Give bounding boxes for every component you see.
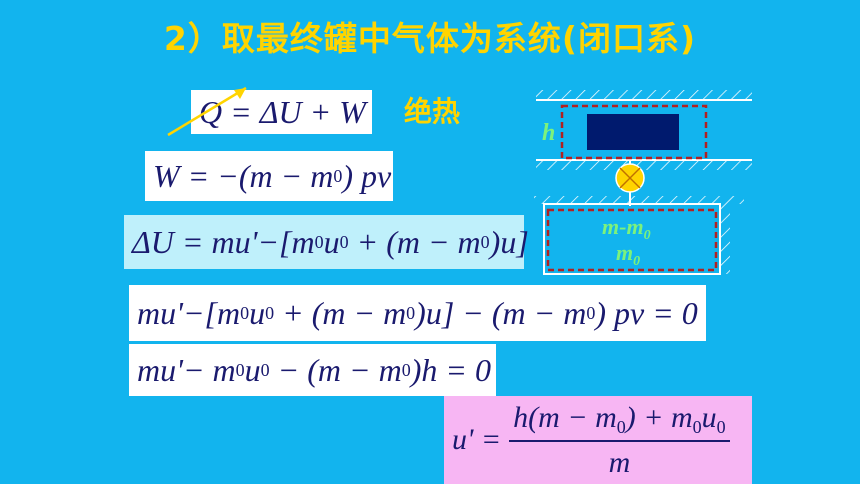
subscript: 0 — [314, 232, 324, 252]
fraction-numerator: h(m − m0) + m0u0 — [509, 400, 730, 442]
numerator-text: h(m − m — [513, 400, 617, 434]
subscript: 0 — [716, 416, 726, 437]
subscript: 0 — [406, 303, 416, 323]
equation-text: Q = ΔU + W — [199, 94, 366, 130]
upper-hatch-bottom — [536, 160, 752, 170]
fraction: h(m − m0) + m0u0 m — [509, 400, 730, 479]
upper-hatch-top — [536, 90, 752, 100]
subscript: 0 — [586, 303, 596, 323]
equation-text: ΔU = mu'−[m — [132, 224, 315, 260]
subscript: 0 — [616, 416, 626, 437]
h-label: h — [542, 120, 555, 146]
subscript: 0 — [401, 360, 411, 380]
equation-text: )h = 0 — [410, 352, 491, 388]
fraction-denominator: m — [608, 445, 631, 479]
equation-energy-balance: Q = ΔU + W — [191, 90, 372, 134]
subscript: 0 — [240, 303, 250, 323]
lower-hatch-top — [534, 196, 744, 204]
equation-text: u — [244, 352, 261, 388]
lower-hatch-right — [720, 204, 730, 274]
equation-text: mu'− m — [137, 352, 236, 388]
equation-text: u — [323, 224, 340, 260]
subscript: 0 — [260, 360, 270, 380]
lower-label-2: m0 — [616, 240, 640, 269]
equation-text: W = −(m − m — [153, 158, 334, 194]
strike-arrow-icon — [167, 86, 247, 137]
equation-text: )u] − (m − m — [415, 295, 587, 331]
equation-text-tail: ) pv — [342, 158, 392, 194]
tank-diagram: h m-m0 m0 — [534, 90, 752, 275]
subscript: 0 — [265, 303, 275, 323]
equation-text: mu'−[m — [137, 295, 241, 331]
numerator-text: u — [701, 400, 717, 434]
equation-text: + (m − m — [348, 224, 481, 260]
subscript: 0 — [692, 416, 702, 437]
subscript: 0 — [333, 166, 343, 186]
equation-text: )u] — [489, 224, 529, 260]
equation-text: + (m − m — [274, 295, 407, 331]
subscript: 0 — [235, 360, 245, 380]
subscript: 0 — [480, 232, 490, 252]
lower-label-1: m-m0 — [602, 214, 651, 243]
equation-text: − (m − m — [269, 352, 402, 388]
upper-dashed-boundary — [560, 104, 708, 160]
slide-title: 2）取最终罐中气体为系统(闭口系) — [163, 19, 697, 58]
adiabatic-label: 绝热 — [404, 95, 461, 128]
lower-dashed-boundary — [546, 208, 718, 272]
equation-lhs: u' = — [452, 423, 502, 456]
equation-result: u' = h(m − m0) + m0u0 m — [444, 396, 752, 484]
subscript: 0 — [339, 232, 349, 252]
numerator-text: ) + m — [625, 400, 693, 434]
equation-text: u — [249, 295, 266, 331]
dark-block — [587, 114, 679, 150]
equation-text: ) pv = 0 — [595, 295, 698, 331]
